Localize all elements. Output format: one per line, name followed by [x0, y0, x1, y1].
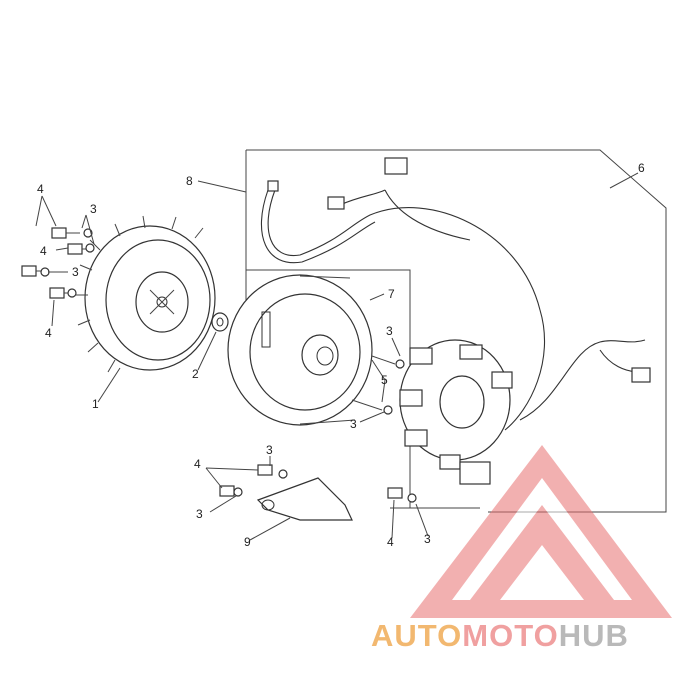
callout-6: 6 — [638, 161, 645, 175]
callout-5: 5 — [381, 373, 388, 387]
callout-3: 3 — [72, 265, 79, 279]
callout-3: 3 — [386, 324, 393, 338]
callout-3: 3 — [90, 202, 97, 216]
callout-4: 4 — [45, 326, 52, 340]
callout-1: 1 — [92, 397, 99, 411]
callout-3: 3 — [424, 532, 431, 546]
callout-8: 8 — [186, 174, 193, 188]
watermark-brand-part-1: AUTO — [371, 618, 463, 653]
stator — [399, 339, 513, 485]
callout-4: 4 — [37, 182, 44, 196]
center-nut — [211, 312, 229, 332]
bracket — [256, 477, 353, 521]
callout-3: 3 — [266, 443, 273, 457]
flywheel-rotor — [76, 215, 216, 373]
rotor-drum — [227, 274, 373, 426]
callout-7: 7 — [388, 287, 395, 301]
leader-lines — [35, 172, 639, 541]
watermark-brand-part-3: HUB — [558, 618, 629, 653]
callout-3: 3 — [196, 507, 203, 521]
callout-4: 4 — [194, 457, 201, 471]
watermark-brand-part-2: MOTO — [462, 618, 559, 653]
callout-4: 4 — [40, 244, 47, 258]
watermark-brand-text: AUTOMOTOHUB — [371, 618, 629, 658]
callout-2: 2 — [192, 367, 199, 381]
wiring-harness — [260, 157, 651, 431]
callout-labels: 4 3 4 3 4 1 2 8 7 6 3 5 3 3 4 3 9 4 3 — [37, 161, 645, 549]
callout-9: 9 — [244, 535, 251, 549]
watermark-logo — [410, 445, 672, 618]
flywheel-fins — [76, 215, 204, 373]
callout-4: 4 — [387, 535, 394, 549]
callout-3: 3 — [350, 417, 357, 431]
